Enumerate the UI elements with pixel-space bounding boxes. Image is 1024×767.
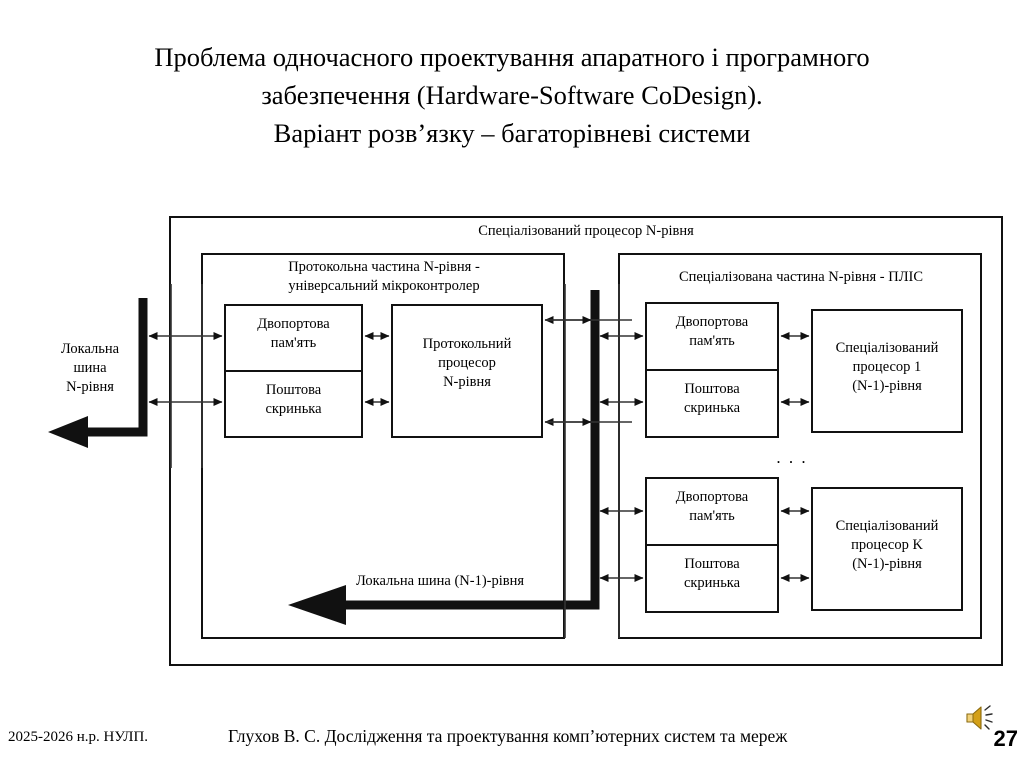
title-line-1: Проблема одночасного проектування апарат…: [154, 42, 870, 72]
outer-frame: [169, 216, 1003, 666]
page-number: 27: [993, 726, 1018, 751]
local-bus-n1-level-arrowhead: [288, 585, 346, 625]
right-unit1-mailbox-label: Поштова скринька: [683, 381, 741, 416]
protocol-processor-box: [391, 304, 543, 438]
right-unit2-mailbox-label: Поштова скринька: [683, 556, 741, 591]
footer-course-title: Глухов В. С. Дослідження та проектування…: [228, 726, 788, 746]
title-line-2: забезпечення (Hardware-Software CoDesign…: [261, 80, 763, 110]
specialized-processor-1-box: [811, 309, 963, 433]
right-block-title: Спеціалізована частина N-рівня - ПЛІС: [678, 269, 924, 285]
local-bus-n1-level-label: Локальна шина (N-1)-рівня: [355, 573, 525, 589]
specialized-processor-k-box: [811, 487, 963, 611]
architecture-diagram: Спеціалізований процесор N-рівня Протоко…: [48, 216, 1003, 666]
right-unit2-mailbox-box: [645, 544, 779, 613]
specialized-processor-1-label: Спеціалізований процесор 1 (N-1)-рівня: [835, 340, 939, 394]
title-line-3: Варіант розв’язку – багаторівневі систем…: [273, 118, 751, 148]
protocol-processor-label: Протокольний процесор N-рівня: [422, 336, 512, 390]
left-dualport-memory-box: [224, 304, 363, 372]
diagram-canvas: [48, 216, 1003, 666]
right-unit1-mailbox-box: [645, 369, 779, 438]
left-dualport-memory-label: Двопортова пам'ять: [257, 316, 330, 351]
speaker-icon[interactable]: [964, 703, 998, 733]
left-mailbox-label: Поштова скринька: [265, 382, 322, 417]
units-ellipsis: . . .: [776, 448, 808, 467]
specialized-processor-k-label: Спеціалізований процесор K (N-1)-рівня: [835, 518, 939, 572]
local-bus-n-level-arrowhead: [48, 416, 88, 448]
outer-frame-label: Спеціалізований процесор N-рівня: [478, 223, 694, 239]
footer-academic-year: 2025-2026 н.р. НУЛП.: [8, 729, 149, 745]
right-unit2-dualport-memory-label: Двопортова пам'ять: [675, 489, 749, 524]
right-unit1-dualport-memory-label: Двопортова пам'ять: [675, 314, 749, 349]
local-bus-n-level-label: Локальна шина N-рівня: [60, 341, 120, 395]
left-mailbox-box: [224, 370, 363, 438]
left-block-title: Протокольна частина N-рівня - універсаль…: [288, 259, 480, 294]
local-bus-n1-level-thick-line: [343, 290, 600, 610]
local-bus-n-level-thick-line: [85, 298, 148, 437]
right-unit2-dualport-memory-box: [645, 477, 779, 546]
page-title: Проблема одночасного проектування апарат…: [30, 38, 994, 152]
